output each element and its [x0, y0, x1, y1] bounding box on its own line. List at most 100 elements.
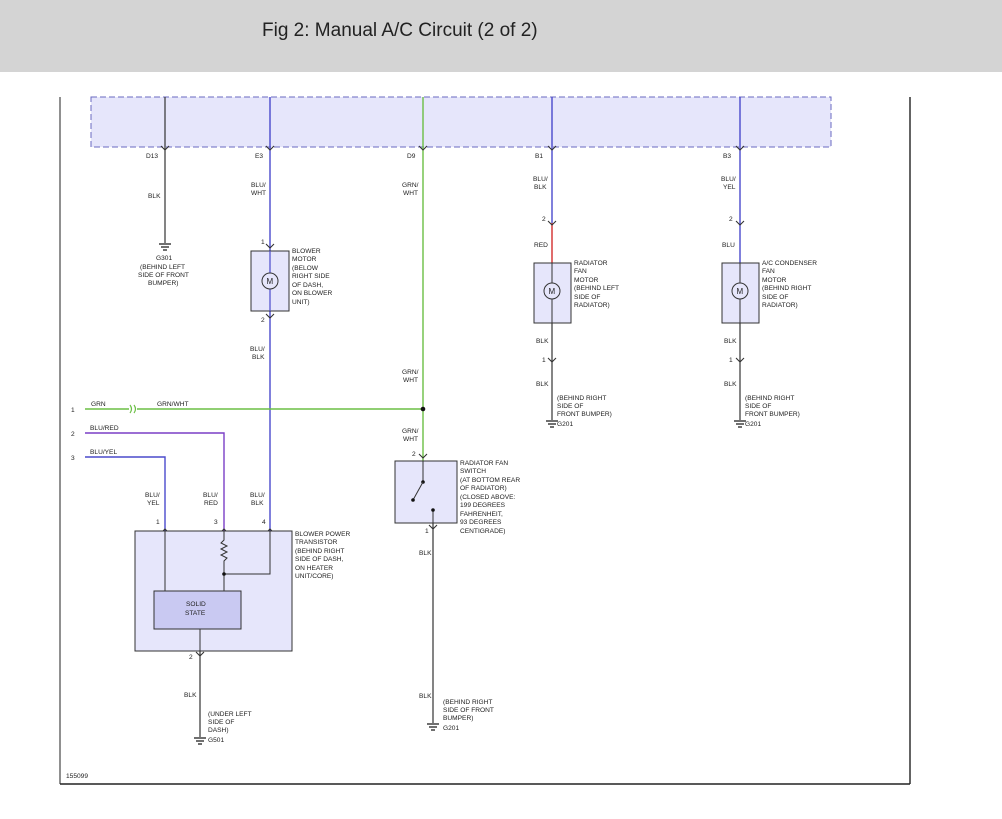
label-components-radiator_fan_motor-4: SIDE OF — [574, 294, 600, 301]
label-pins-blower_1: 1 — [261, 239, 265, 246]
label-wires-d9_1: GRN/ — [402, 182, 419, 189]
ground-g201-radiator-label: (BEHIND RIGHT SIDE OF FRONT BUMPER) G201 — [557, 395, 612, 428]
label-components-blower_power_transistor-3: SIDE OF DASH, — [295, 556, 344, 563]
figure-header: Fig 2: Manual A/C Circuit (2 of 2) — [0, 0, 1002, 72]
condenser-fan-motor-icon — [731, 282, 749, 300]
label-pins-rad_1: 1 — [542, 357, 546, 364]
label-wires-d13: BLK — [148, 193, 161, 200]
label-wires-trans_out: BLK — [184, 692, 197, 699]
label-components-condenser_fan_motor-1: FAN — [762, 268, 775, 275]
label-components-condenser_fan_motor-2: MOTOR — [762, 277, 787, 284]
label-grounds-g201_cond-0: (BEHIND RIGHT — [745, 395, 794, 402]
wire-blu-yel — [85, 456, 166, 531]
label-components-radiator_fan_switch-0: RADIATOR FAN — [460, 460, 508, 467]
label-grounds-g201_sw_id: G201 — [443, 725, 459, 732]
connector-e3: E3 — [255, 153, 263, 160]
figure-title: Fig 2: Manual A/C Circuit (2 of 2) — [262, 20, 538, 41]
label-pins-rad_2: 2 — [542, 216, 546, 223]
label-pins-t_4: 4 — [262, 519, 266, 526]
label-wires-e3_1: BLU/ — [251, 182, 266, 189]
label-grounds-g201_rad_id: G201 — [557, 421, 573, 428]
label-components-solid_state-0: SOLID — [186, 601, 206, 608]
label-grounds-g201_cond_id: G201 — [745, 421, 761, 428]
label-components-radiator_fan_motor-0: RADIATOR — [574, 260, 608, 267]
label-wires-blower_out_1: BLU/ — [250, 346, 265, 353]
label-wires-t4_1: BLU/ — [250, 492, 265, 499]
wire-blu-red — [85, 432, 225, 531]
radiator-fan-motor-label: RADIATOR FAN MOTOR (BEHIND LEFT SIDE OF … — [574, 260, 619, 309]
label-components-blower_power_transistor-1: TRANSISTOR — [295, 539, 338, 546]
label-pins-t_1: 1 — [156, 519, 160, 526]
label-components-blower_power_transistor-5: UNIT/CORE) — [295, 573, 333, 580]
connector-d9: D9 — [407, 153, 416, 160]
label-grounds-g501_id: G501 — [208, 737, 224, 744]
label-components-condenser_fan_motor-0: A/C CONDENSER — [762, 260, 817, 267]
label-components-condenser_fan_motor-5: RADIATOR) — [762, 302, 798, 309]
label-components-blower_motor-1: MOTOR — [292, 256, 317, 263]
solid-state-box — [153, 590, 242, 630]
connector-b1: B1 — [535, 153, 543, 160]
label-grounds-g501-0: (UNDER LEFT — [208, 711, 252, 718]
ground-g201-condenser-label: (BEHIND RIGHT SIDE OF FRONT BUMPER) G201 — [745, 395, 800, 428]
label-pins-cond_2: 2 — [729, 216, 733, 223]
label-wires-b1_2: BLK — [534, 184, 547, 191]
condenser-fan-motor-symbol: M — [737, 287, 744, 296]
label-components-solid_state-1: STATE — [185, 610, 206, 617]
label-grounds-g201_sw-0: (BEHIND RIGHT — [443, 699, 492, 706]
label-components-radiator_fan_motor-1: FAN — [574, 268, 587, 275]
connector-b3: B3 — [723, 153, 731, 160]
label-grounds-g201_cond-2: FRONT BUMPER) — [745, 411, 800, 418]
label-wires-blu_yel: BLU/YEL — [90, 449, 117, 456]
blower-power-transistor-label: BLOWER POWER TRANSISTOR (BEHIND RIGHT SI… — [295, 531, 351, 580]
label-wires-blu: BLU — [722, 242, 735, 249]
connector-labels: D13 E3 D9 B1 B3 — [146, 153, 731, 160]
blower-motor-icon — [261, 272, 279, 290]
label-pins-sw_2: 2 — [412, 451, 416, 458]
solid-state-label: SOLID STATE — [185, 601, 206, 617]
label-wires-sw_out: BLK — [419, 550, 432, 557]
label-pins-left_2: 2 — [71, 431, 75, 438]
label-components-radiator_fan_switch-7: 93 DEGREES — [460, 519, 502, 526]
label-grounds-g201_rad-2: FRONT BUMPER) — [557, 411, 612, 418]
label-pins-left_3: 3 — [71, 455, 75, 462]
label-grounds-g501-2: DASH) — [208, 727, 229, 734]
label-grounds-g301-2: SIDE OF FRONT — [138, 272, 189, 279]
label-components-condenser_fan_motor-3: (BEHIND RIGHT — [762, 285, 811, 292]
label-wires-d9_2: WHT — [403, 190, 418, 197]
label-components-radiator_fan_motor-5: RADIATOR) — [574, 302, 610, 309]
label-wires-d9_mid_1: GRN/ — [402, 369, 419, 376]
label-wires-d9_low_2: WHT — [403, 436, 418, 443]
ground-symbols — [159, 243, 746, 745]
label-wires-b3_2: YEL — [723, 184, 736, 191]
control-module-box — [90, 96, 832, 148]
label-pins-t_2: 2 — [189, 654, 193, 661]
label-wires-b3_1: BLU/ — [721, 176, 736, 183]
label-components-radiator_fan_motor-3: (BEHIND LEFT — [574, 285, 619, 292]
label-wires-t1_1: BLU/ — [145, 492, 160, 499]
label-components-condenser_fan_motor-4: SIDE OF — [762, 294, 788, 301]
label-components-blower_motor-0: BLOWER — [292, 248, 321, 255]
label-wires-blk_rad_top: BLK — [536, 338, 549, 345]
label-wires-blower_out_2: BLK — [252, 354, 265, 361]
condenser-fan-motor-label: A/C CONDENSER FAN MOTOR (BEHIND RIGHT SI… — [762, 260, 817, 309]
label-wires-blk_rad_bot: BLK — [536, 381, 549, 388]
label-components-radiator_fan_switch-3: OF RADIATOR) — [460, 485, 507, 492]
blower-motor-label: BLOWER MOTOR (BELOW RIGHT SIDE OF DASH, … — [292, 248, 333, 306]
label-wires-blu_red: BLU/RED — [90, 425, 119, 432]
ground-g301-label: G301 (BEHIND LEFT SIDE OF FRONT BUMPER) — [138, 255, 189, 287]
label-wires-d9_mid_2: WHT — [403, 377, 418, 384]
label-components-radiator_fan_switch-2: (AT BOTTOM REAR — [460, 477, 520, 484]
label-wires-t3_2: RED — [204, 500, 218, 507]
resistor-icon — [219, 531, 229, 574]
label-wires-e3_2: WHT — [251, 190, 266, 197]
label-wires-t4_2: BLK — [251, 500, 264, 507]
radiator-fan-motor-icon — [543, 282, 561, 300]
label-components-radiator_fan_switch-4: (CLOSED ABOVE: — [460, 494, 515, 501]
ground-g501-label: (UNDER LEFT SIDE OF DASH) G501 — [208, 711, 252, 744]
label-grounds-g501-1: SIDE OF — [208, 719, 234, 726]
label-components-radiator_fan_motor-2: MOTOR — [574, 277, 599, 284]
label-pins-blower_2: 2 — [261, 317, 265, 324]
blower-motor-symbol: M — [267, 277, 274, 286]
label-wires-d9_low_1: GRN/ — [402, 428, 419, 435]
